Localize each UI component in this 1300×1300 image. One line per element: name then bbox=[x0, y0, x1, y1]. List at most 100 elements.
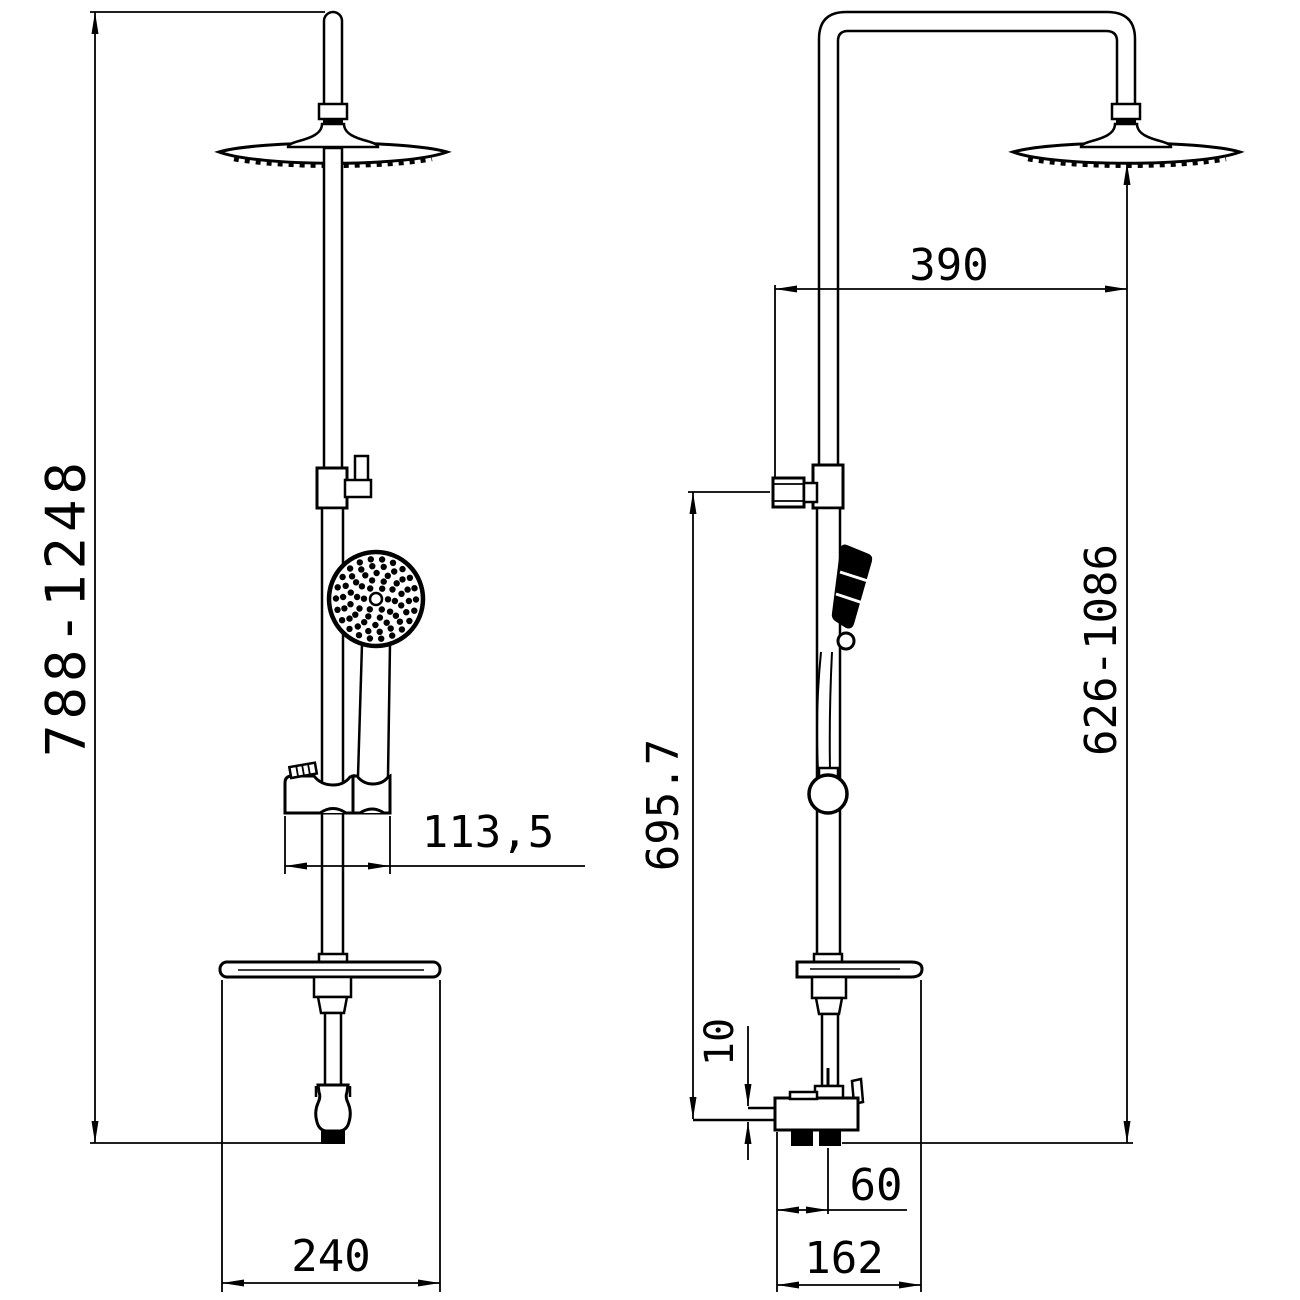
rain-head-nut-side bbox=[1110, 102, 1142, 121]
dim-valve-width: 162 bbox=[776, 980, 922, 1292]
spray-dot bbox=[393, 580, 400, 587]
valve-outlet-foot-left bbox=[791, 1130, 813, 1146]
spray-dot bbox=[405, 597, 413, 605]
spray-dot bbox=[356, 559, 363, 566]
spray-dot bbox=[339, 593, 347, 601]
spray-dot bbox=[361, 619, 368, 626]
spray-dot bbox=[352, 611, 359, 618]
spray-dot bbox=[380, 563, 387, 571]
spray-dot bbox=[378, 556, 386, 563]
spray-dot bbox=[389, 559, 397, 566]
spray-dot bbox=[341, 605, 348, 612]
spray-dot bbox=[392, 612, 400, 619]
mixer-valve-top-step bbox=[788, 1090, 819, 1101]
diverter-lever-knob bbox=[343, 478, 373, 499]
hand-shower-hook bbox=[836, 631, 856, 651]
slide-bracket-left bbox=[283, 773, 355, 815]
spray-dot bbox=[358, 583, 366, 590]
spray-dot bbox=[372, 621, 379, 629]
riser-pipe-top bbox=[322, 10, 344, 108]
spray-dot bbox=[398, 602, 405, 609]
slide-bracket-bottom-contour bbox=[319, 807, 385, 815]
spray-dot bbox=[376, 614, 384, 621]
hand-shower-side-segments bbox=[835, 570, 869, 605]
mixer-valve-nut bbox=[813, 1084, 845, 1100]
spray-dot bbox=[406, 574, 414, 581]
diverter-nut-chamfers bbox=[773, 483, 804, 502]
spray-dot bbox=[365, 627, 372, 635]
side-view: 390 626-1086 695.7 10 60 bbox=[638, 10, 1245, 1292]
spray-dot bbox=[411, 607, 418, 614]
gooseneck-arm-inner bbox=[836, 29, 1119, 478]
spray-dot bbox=[384, 596, 392, 603]
outlet-spout-ears bbox=[314, 1086, 352, 1097]
spray-dot bbox=[334, 584, 341, 591]
rain-head-trumpet-side bbox=[1079, 122, 1173, 149]
rain-head-nut-front bbox=[317, 102, 349, 121]
dim-label-shelf-width: 240 bbox=[291, 1231, 370, 1282]
spray-dot bbox=[404, 586, 411, 593]
dim-arm-reach: 390 bbox=[774, 240, 1127, 477]
spray-dot bbox=[367, 585, 374, 592]
diverter-valve-front bbox=[315, 466, 349, 510]
spray-dot bbox=[389, 632, 396, 639]
spray-dot bbox=[386, 608, 394, 615]
extension-line bbox=[221, 980, 441, 1292]
spray-dot bbox=[347, 601, 354, 608]
dim-label-supply-offset: 10 bbox=[697, 1018, 743, 1066]
slide-bar-side bbox=[815, 506, 842, 967]
spray-dot bbox=[403, 609, 410, 616]
spray-dot bbox=[348, 573, 356, 580]
outlet-pipe-side bbox=[820, 1012, 840, 1088]
spray-dot bbox=[398, 590, 405, 597]
spray-dot bbox=[378, 606, 385, 613]
spray-dot bbox=[383, 619, 390, 626]
spray-dot bbox=[358, 566, 365, 573]
outlet-spout bbox=[314, 1083, 352, 1133]
dim-head-to-outlet: 626-1086 bbox=[842, 163, 1133, 1144]
spray-dot bbox=[369, 563, 376, 570]
spray-dot bbox=[346, 565, 354, 572]
spray-dot bbox=[342, 582, 349, 589]
spray-dot bbox=[334, 606, 341, 613]
spray-dot bbox=[379, 585, 386, 592]
rain-head-disk-side bbox=[1008, 141, 1245, 165]
spray-dot bbox=[391, 597, 399, 605]
slide-bracket-right bbox=[351, 773, 392, 815]
dim-bracket-width: 113,5 bbox=[284, 807, 585, 874]
spray-dot bbox=[356, 605, 363, 612]
outlet-pipe-front bbox=[323, 1011, 343, 1090]
spray-dot bbox=[354, 623, 361, 630]
dim-label-outlet-offset: 60 bbox=[850, 1160, 903, 1211]
spray-dot bbox=[387, 625, 394, 632]
hose-connector-front-upper bbox=[312, 975, 353, 999]
rain-head-trumpet-front bbox=[286, 122, 380, 149]
spray-dot bbox=[384, 572, 391, 579]
spray-dot bbox=[366, 635, 374, 642]
lock-tab-ridges bbox=[295, 764, 311, 776]
spray-dot bbox=[355, 632, 363, 639]
dim-label-valve-width: 162 bbox=[804, 1233, 883, 1284]
hose-connector-front-lower bbox=[316, 995, 349, 1015]
spray-dot bbox=[365, 613, 372, 620]
spray-pattern bbox=[332, 556, 420, 642]
spray-dot bbox=[396, 618, 404, 625]
hose-connector-side-upper bbox=[810, 975, 848, 1000]
dim-diverter-to-supply: 695.7 bbox=[638, 491, 770, 1119]
hose-connector-side-lower bbox=[814, 996, 844, 1016]
rain-head-collar-band-front bbox=[323, 119, 343, 125]
spray-dot bbox=[367, 556, 374, 563]
spray-dot bbox=[368, 577, 376, 584]
spray-dot bbox=[399, 565, 406, 573]
spray-dot bbox=[378, 635, 385, 642]
dim-label-diverter-to-supply: 695.7 bbox=[638, 739, 689, 871]
spray-dot bbox=[346, 615, 353, 622]
spray-dot bbox=[412, 596, 420, 603]
dim-total-height: 788-1248 bbox=[35, 11, 325, 1144]
spray-dot bbox=[346, 625, 353, 633]
spray-dot bbox=[352, 579, 360, 586]
spray-dot bbox=[347, 589, 354, 596]
diverter-nut-inner bbox=[802, 481, 819, 504]
spray-dot bbox=[391, 568, 398, 575]
